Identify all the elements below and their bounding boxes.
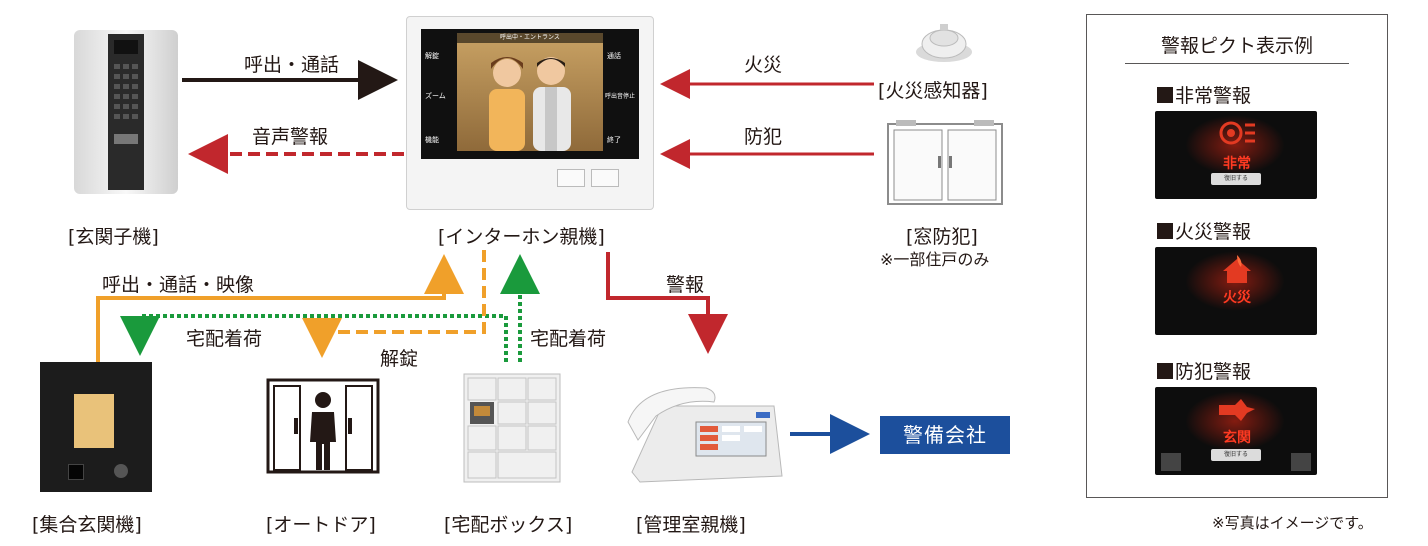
square-bullet-icon (1157, 363, 1173, 379)
entrance-unit-image (74, 30, 178, 194)
label-call-talk-video: 呼出・通話・映像 (102, 274, 255, 296)
legend-emergency-screen-text: 非常 (1223, 156, 1251, 172)
label-unlock: 解錠 (380, 348, 419, 370)
caption-entrance-unit: [玄関子機] (68, 226, 159, 248)
label-delivery-right: 宅配着荷 (530, 328, 607, 350)
legend-emergency-screen: 非常 復旧する (1155, 111, 1317, 199)
alarm-pictogram-legend: 警報ピクト表示例 非常警報 非常 復旧する 火災警報 火災 防犯警報 玄関 復旧… (1086, 14, 1388, 498)
window-note: ※一部住戸のみ (880, 250, 990, 269)
legend-crime-heading: 防犯警報 (1157, 357, 1251, 384)
legend-emergency-heading: 非常警報 (1157, 81, 1251, 108)
monitor-video: 呼出中・エントランス (457, 33, 603, 151)
caption-auto-door: [オートドア] (266, 514, 376, 536)
fire-detector-image (914, 18, 974, 66)
label-voice-alarm: 音声警報 (252, 126, 329, 148)
caption-delivery-box: [宅配ボックス] (444, 514, 573, 536)
collective-entrance-key (114, 464, 128, 478)
label-crime: 防犯 (744, 126, 783, 148)
legend-crime-screen-text: 玄関 (1223, 430, 1251, 446)
collective-entrance-screen (74, 394, 114, 448)
square-bullet-icon (1157, 223, 1173, 239)
arrow-call-talk-video (96, 254, 464, 362)
collective-entrance-image (40, 362, 152, 492)
monitor-button-left (557, 169, 585, 187)
legend-fire-screen: 火災 (1155, 247, 1317, 335)
legend-crime-next-button (1291, 453, 1311, 471)
caption-intercom-master: [インターホン親機] (438, 226, 605, 248)
legend-emergency-restore: 復旧する (1211, 173, 1261, 185)
management-master-image (622, 376, 784, 488)
label-alarm: 警報 (666, 274, 705, 296)
caption-fire-detector: [火災感知器] (878, 80, 988, 102)
crime-key-icon (1219, 399, 1255, 421)
auto-door-image (266, 378, 380, 474)
arrow-delivery-left (120, 314, 508, 362)
delivery-box-image (462, 372, 562, 484)
monitor-menu: 機能 (425, 136, 439, 144)
couple-photo (489, 57, 571, 151)
arrow-unlock (302, 250, 486, 358)
footnote: ※写真はイメージです。 (1212, 514, 1373, 532)
monitor-button-right (591, 169, 619, 187)
monitor-screen: 呼出中・エントランス 解錠 ズーム 機能 通話 呼出音停止 終了 (421, 29, 639, 159)
legend-emergency-label: 非常警報 (1175, 85, 1252, 107)
legend-crime-prev-button (1161, 453, 1181, 471)
intercom-master-image: 呼出中・エントランス 解錠 ズーム 機能 通話 呼出音停止 終了 (406, 16, 654, 210)
label-fire: 火災 (744, 54, 783, 76)
legend-title: 警報ピクト表示例 (1160, 35, 1313, 57)
window-security-image (886, 118, 1004, 206)
fire-house-icon (1223, 255, 1251, 283)
legend-fire-screen-text: 火災 (1223, 290, 1251, 306)
monitor-talk: 通話 (607, 52, 621, 60)
security-company-box: 警備会社 (880, 416, 1010, 454)
caption-collective-entrance: [集合玄関機] (32, 514, 142, 536)
legend-divider (1125, 63, 1349, 64)
caption-window-security: [窓防犯] (906, 226, 978, 248)
monitor-header: 呼出中・エントランス (457, 33, 603, 43)
arrow-alarm (606, 252, 728, 354)
legend-fire-heading: 火災警報 (1157, 217, 1251, 244)
monitor-end: 終了 (607, 136, 621, 144)
legend-crime-screen: 玄関 復旧する (1155, 387, 1317, 475)
square-bullet-icon (1157, 87, 1173, 103)
monitor-release: 解錠 (425, 52, 439, 60)
legend-crime-restore: 復旧する (1211, 449, 1261, 461)
monitor-zoom: ズーム (425, 92, 446, 100)
label-call-talk: 呼出・通話 (244, 54, 340, 76)
monitor-stop: 呼出音停止 (605, 93, 636, 100)
emergency-bell-icon (1219, 121, 1255, 145)
collective-entrance-reader (68, 464, 84, 480)
label-delivery-left: 宅配着荷 (186, 328, 263, 350)
caption-management-master: [管理室親機] (636, 514, 746, 536)
legend-crime-label: 防犯警報 (1175, 361, 1252, 383)
legend-fire-label: 火災警報 (1175, 221, 1252, 243)
